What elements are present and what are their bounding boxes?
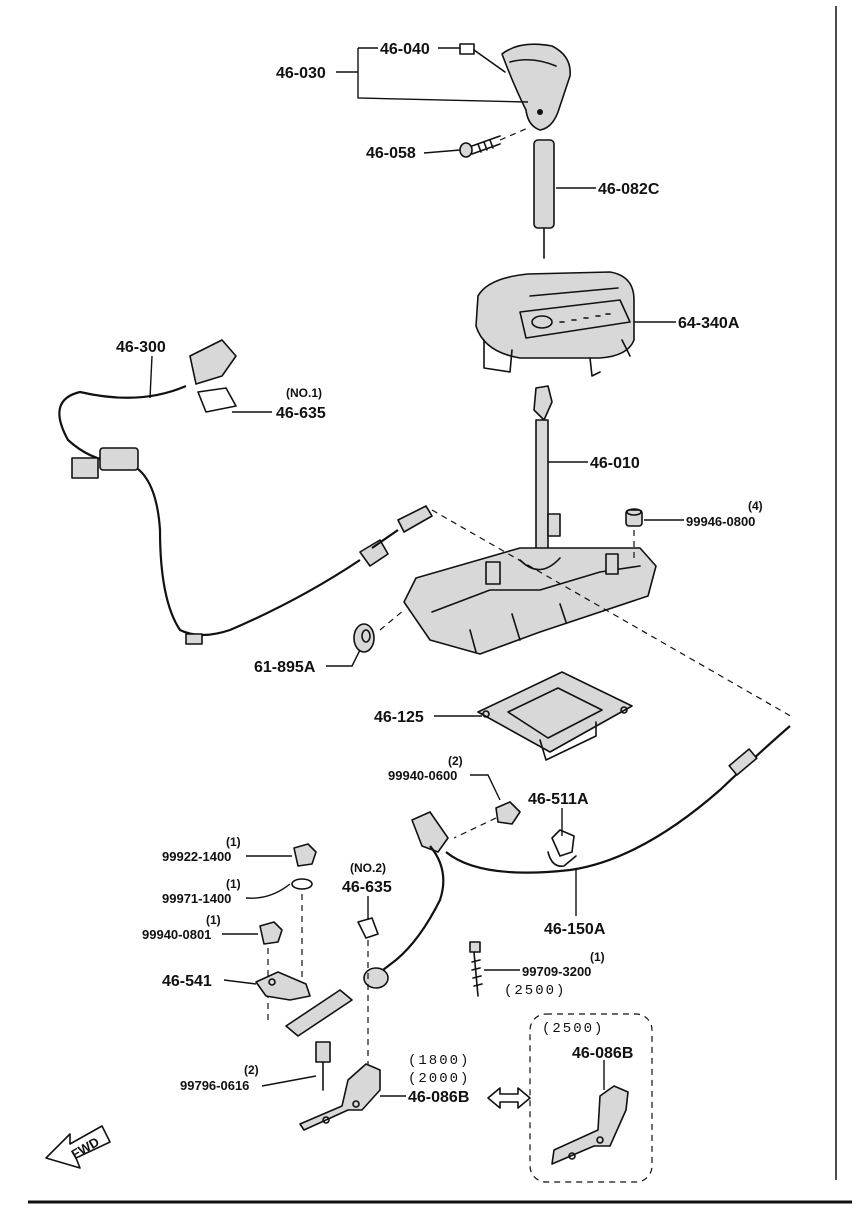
- cable-bracket-46-086B: [299, 1063, 381, 1131]
- harness-46-300: [58, 339, 389, 645]
- label-46-150A: 46-150A: [544, 921, 606, 938]
- nut-99940-0801: [259, 921, 283, 945]
- label-46-635-no2: 46-635: [342, 879, 392, 896]
- label-46-040: 46-040: [380, 41, 430, 58]
- knob-rod-46-082C: [533, 139, 555, 259]
- year-46-086B-2: (2000): [408, 1071, 470, 1087]
- label-46-030: 46-030: [276, 65, 326, 82]
- nut-99940-0600: [453, 801, 521, 839]
- boot-46-125: [477, 671, 633, 761]
- bolt-99796-0616: [315, 1041, 331, 1091]
- label-46-541: 46-541: [162, 973, 212, 990]
- label-99971-1400: 99971-1400: [162, 891, 231, 906]
- selector-cable-upper: [371, 505, 433, 549]
- qty-99796-0616: (2): [244, 1063, 259, 1077]
- label-99709-3200: 99709-3200: [522, 964, 591, 979]
- inset-panel: [529, 1013, 653, 1183]
- bushing-61-895A: [353, 623, 375, 653]
- nut-99922-1400: [293, 843, 317, 867]
- qty-46-635-no1: (NO.1): [286, 386, 322, 400]
- label-64-340A: 64-340A: [678, 315, 740, 332]
- screw-46-058: [459, 127, 529, 158]
- bolt-99709-3200: [469, 941, 483, 997]
- bracket-46-541: [255, 971, 311, 1001]
- label-46-010: 46-010: [590, 455, 640, 472]
- clip-46-511A: [547, 829, 577, 868]
- label-46-125: 46-125: [374, 709, 424, 726]
- qty-99971-1400: (1): [226, 877, 241, 891]
- qty-46-635-no2: (NO.2): [350, 861, 386, 875]
- clip-46-635-no2: [357, 917, 379, 939]
- fwd-arrow: FWD: [45, 1125, 111, 1169]
- qty-99946-0800: (4): [748, 499, 763, 513]
- nut-99946-0800: [625, 508, 643, 560]
- label-46-058: 46-058: [366, 145, 416, 162]
- indicator-panel: [475, 271, 635, 377]
- label-99940-0600: 99940-0600: [388, 768, 457, 783]
- knob-button-46-040: [459, 43, 506, 73]
- qty-99709-3200: (1): [590, 950, 605, 964]
- year-99709-3200: (2500): [504, 983, 566, 999]
- leader-lines: [149, 47, 684, 1097]
- qty-99940-0801: (1): [206, 913, 221, 927]
- qty-99922-1400: (1): [226, 835, 241, 849]
- inset-part-label: 46-086B: [572, 1045, 633, 1062]
- label-46-086B: 46-086B: [408, 1089, 469, 1106]
- label-46-300: 46-300: [116, 339, 166, 356]
- label-99946-0800: 99946-0800: [686, 514, 755, 529]
- qty-99940-0600: (2): [448, 754, 463, 768]
- shift-knob: [501, 43, 571, 131]
- selector-cable-46-150A: [285, 725, 791, 1037]
- label-46-082C: 46-082C: [598, 181, 660, 198]
- label-61-895A: 61-895A: [254, 659, 316, 676]
- fwd-label: FWD: [69, 1134, 102, 1162]
- inset-year: (2500): [542, 1021, 604, 1037]
- label-46-511A: 46-511A: [528, 791, 589, 808]
- selector-base: [403, 513, 657, 655]
- washer-99971-1400: [291, 878, 313, 890]
- year-46-086B-1: (1800): [408, 1053, 470, 1069]
- label-99922-1400: 99922-1400: [162, 849, 231, 864]
- label-99940-0801: 99940-0801: [142, 927, 211, 942]
- equivalence-arrow: [487, 1087, 531, 1109]
- label-99796-0616: 99796-0616: [180, 1078, 249, 1093]
- label-46-635-no1: 46-635: [276, 405, 326, 422]
